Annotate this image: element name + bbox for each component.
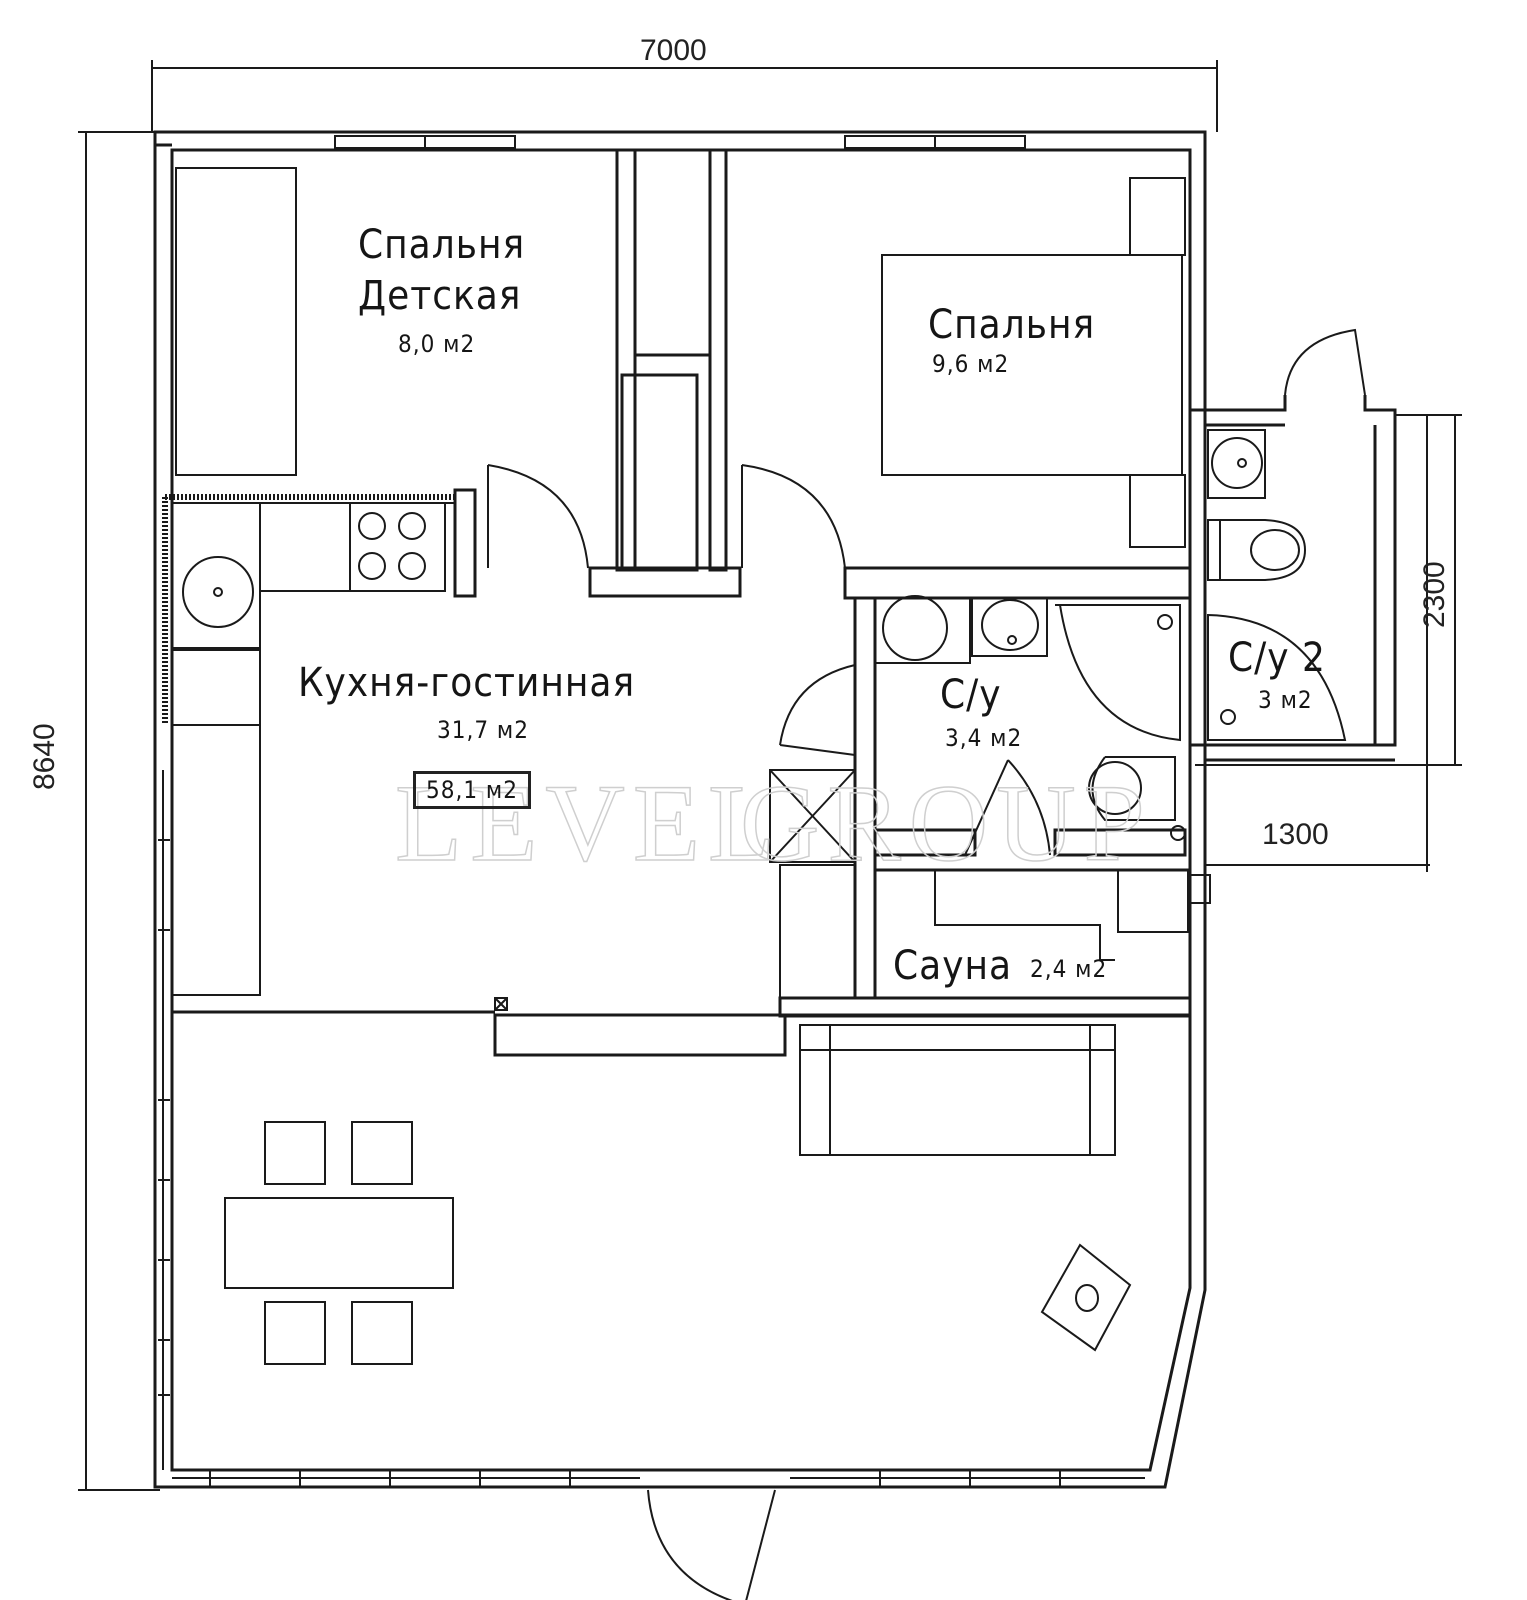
room-bathroom2-name: С/у 2 (1228, 635, 1326, 681)
doors (487, 328, 1366, 856)
room-kitchen-living-name: Кухня-гостинная (298, 660, 636, 706)
windows-bottom (172, 1470, 1145, 1487)
room-kids-bedroom-name2: Детская (358, 273, 522, 319)
dimension-annex-height: 2300 (1418, 561, 1451, 628)
interior-walls (172, 148, 1192, 1057)
dimension-annex-width: 1300 (1262, 818, 1329, 851)
room-bathroom-name: С/у (940, 672, 1002, 718)
room-sauna-area: 2,4 м2 (1030, 955, 1108, 983)
total-area-badge: 58,1 м2 (413, 771, 531, 809)
watermark-right: GROUP (739, 761, 1153, 885)
room-kids-bedroom-name: Спальня (358, 222, 526, 268)
outer-walls (153, 130, 1207, 1489)
dimension-height: 8640 (28, 723, 61, 790)
windows-left (158, 770, 170, 1470)
dimension-width: 7000 (640, 34, 707, 67)
room-bathroom2-area: 3 м2 (1258, 686, 1313, 714)
watermark-left: LEVEL (394, 761, 784, 885)
room-bedroom-area: 9,6 м2 (932, 350, 1010, 378)
room-kids-bedroom-area: 8,0 м2 (398, 330, 476, 358)
furniture (162, 149, 1347, 1365)
windows-top (334, 135, 1026, 149)
entrance-door (647, 1489, 776, 1600)
annex-walls (1190, 395, 1397, 762)
room-sauna-name: Сауна (893, 943, 1013, 989)
room-bedroom-name: Спальня (928, 302, 1096, 348)
room-kitchen-living-area: 31,7 м2 (437, 716, 529, 744)
room-bathroom-area: 3,4 м2 (945, 724, 1023, 752)
dimension-lines (78, 60, 1462, 1491)
